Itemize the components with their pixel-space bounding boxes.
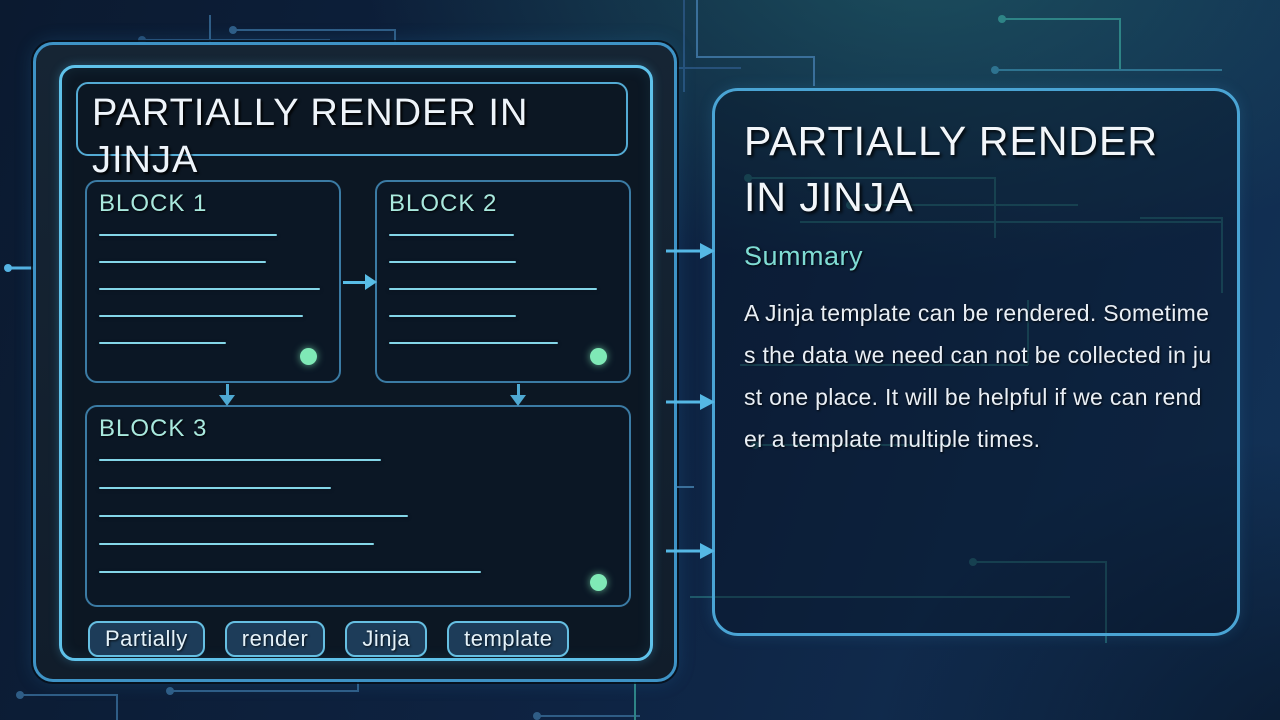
placeholder-line: [99, 234, 277, 236]
arrow-right-icon: [365, 274, 377, 290]
status-dot-icon: [590, 348, 607, 365]
block-1-label: BLOCK 1: [99, 190, 208, 217]
block-3-placeholder-lines: [99, 459, 481, 599]
placeholder-line: [99, 315, 303, 317]
placeholder-line: [99, 571, 481, 573]
placeholder-line: [389, 288, 597, 290]
tag-chip-jinja[interactable]: Jinja: [345, 621, 428, 657]
summary-body-text: A Jinja template can be rendered. Someti…: [744, 300, 1212, 452]
placeholder-line: [99, 288, 320, 290]
placeholder-line: [99, 543, 374, 545]
detail-title: PARTIALLY RENDER IN JINJA: [744, 118, 1158, 220]
detail-panel: PARTIALLY RENDER IN JINJA Summary A Jinj…: [712, 88, 1240, 636]
block-3-label: BLOCK 3: [99, 415, 208, 442]
tag-chip-template[interactable]: template: [447, 621, 570, 657]
status-dot-icon: [590, 574, 607, 591]
placeholder-line: [389, 234, 514, 236]
arrow-down-icon: [219, 395, 235, 406]
placeholder-line: [389, 342, 558, 344]
slide-inner-frame: PARTIALLY RENDER IN JINJA BLOCK 1 BLOCK …: [59, 65, 653, 661]
placeholder-line: [99, 515, 408, 517]
block-3: BLOCK 3: [85, 405, 631, 607]
summary-label: Summary: [744, 241, 864, 271]
placeholder-line: [99, 487, 331, 489]
block-2-label: BLOCK 2: [389, 190, 498, 217]
placeholder-line: [99, 342, 226, 344]
block-2-placeholder-lines: [389, 234, 597, 369]
placeholder-line: [99, 261, 266, 263]
block-1-placeholder-lines: [99, 234, 320, 369]
slide-panel: PARTIALLY RENDER IN JINJA BLOCK 1 BLOCK …: [33, 42, 677, 682]
arrow-right-icon: [343, 281, 365, 284]
placeholder-line: [389, 261, 516, 263]
arrow-down-icon: [517, 384, 520, 397]
slide-title: PARTIALLY RENDER IN JINJA: [92, 92, 529, 181]
arrow-down-icon: [510, 395, 526, 406]
slide-title-box: PARTIALLY RENDER IN JINJA: [76, 82, 628, 181]
block-1: BLOCK 1: [85, 180, 341, 383]
tag-chip-render[interactable]: render: [224, 621, 326, 657]
status-dot-icon: [300, 348, 317, 365]
block-2: BLOCK 2: [375, 180, 631, 383]
tag-row: Partially render Jinja template: [88, 621, 570, 657]
placeholder-line: [389, 315, 516, 317]
placeholder-line: [99, 459, 381, 461]
tag-chip-partially[interactable]: Partially: [88, 621, 205, 657]
arrow-down-icon: [226, 384, 229, 397]
